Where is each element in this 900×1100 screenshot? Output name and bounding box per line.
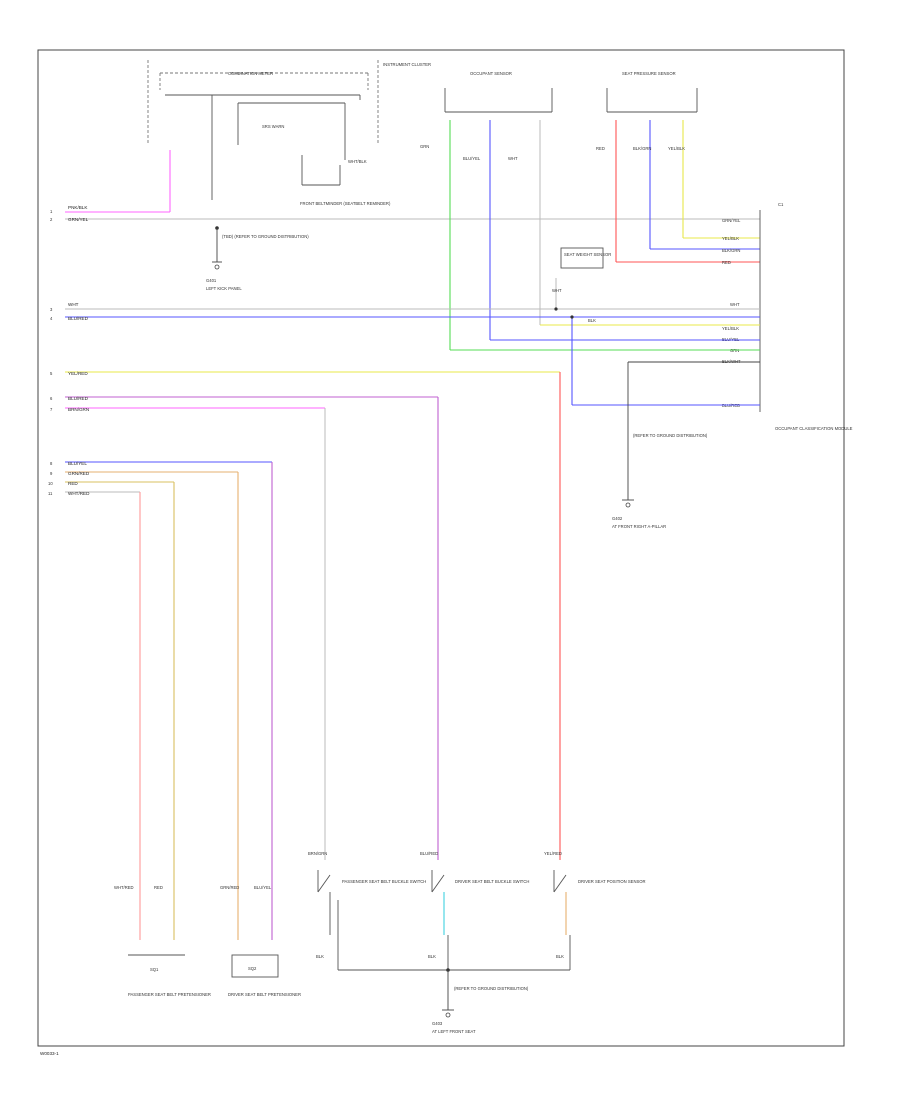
svg-text:3: 3 [50, 307, 53, 312]
wire-blk-wht-right: BLK/WHT [722, 359, 741, 364]
ground-g402-name: G402 [612, 516, 623, 521]
srs-warn-label: SRS WARN [262, 124, 284, 129]
svg-text:C1: C1 [778, 202, 784, 207]
wire-wht-right: WHT [730, 302, 740, 307]
wire-pnk-blk: PNK/BLK [68, 205, 88, 210]
wire-wht-upper: WHT [508, 156, 518, 161]
wire-red-pt: RED [68, 481, 78, 486]
instrument-cluster: COMBINATION METER INSTRUMENT CLUSTER SRS… [147, 60, 431, 212]
wire-grn-red-pt: GRN/RED [68, 471, 90, 476]
wire-red-right: RED [722, 260, 731, 265]
svg-text:6: 6 [50, 396, 53, 401]
svg-text:4: 4 [50, 316, 53, 321]
front-beltminder-label: FRONT BELTMINDER (SEATBELT REMINDER) [300, 201, 391, 206]
svg-text:SQ1: SQ1 [150, 967, 159, 972]
ground-g401-loc: LEFT KICK PANEL [206, 286, 242, 291]
mid-wires: WHT BLU/RED 3 4 WHT BLK [50, 278, 760, 406]
seat-pressure-sensor: SEAT PRESSURE SENSOR RED BLK/GRN YEL/BLK [596, 71, 760, 263]
wire-yel-red-left: YEL/RED [68, 371, 88, 376]
occupant-sensor: OCCUPANT SENSOR GRN BLU/YEL WHT [420, 71, 553, 350]
svg-text:5: 5 [50, 371, 53, 376]
wire-wht-blk-top: WHT/BLK [348, 159, 367, 164]
driver-pretensioner: SQ2 DRIVER SEAT BELT PRETENSIONER GRN/RE… [220, 885, 301, 997]
wire-blu-yel-upper: BLU/YEL [463, 156, 481, 161]
top-left-wires: PNK/BLK GRN/YEL 1 2 [50, 150, 760, 222]
wire-blk-mid: BLK [588, 318, 596, 323]
svg-text:2: 2 [50, 217, 53, 222]
svg-text:1: 1 [50, 209, 53, 214]
wire-grn-upper: GRN [420, 144, 429, 149]
ground-g402-loc: AT FRONT RIGHT A-PILLAR [612, 524, 666, 529]
ground-g402-note: (REFER TO GROUND DISTRIBUTION) [633, 433, 708, 438]
wire-red-pp: RED [154, 885, 163, 890]
ground-g403-loc: AT LEFT FRONT SEAT [432, 1029, 476, 1034]
wire-yel-right: YEL/BLK [722, 236, 739, 241]
instrument-cluster-label: INSTRUMENT CLUSTER [383, 62, 431, 67]
seat-weight-label: SEAT WEIGHT SENSOR [564, 252, 611, 257]
wire-blk-bus-2: BLK [428, 954, 436, 959]
ground-g401-note: (TBD) (REFER TO GROUND DISTRIBUTION) [222, 234, 309, 239]
wire-blk-grn-upper: BLK/GRN [633, 146, 651, 151]
wire-blu-red-left: BLU/RED [68, 316, 89, 321]
wire-wht-mid: WHT [552, 288, 562, 293]
wire-yel-red-dps: YEL/RED [544, 851, 562, 856]
ground-g403-name: G403 [432, 1021, 443, 1026]
wire-brn-grn-pb: BRN/GRN [308, 851, 327, 856]
occupant-sensor-label: OCCUPANT SENSOR [470, 71, 512, 76]
module-label: OCCUPANT CLASSIFICATION MODULE [775, 426, 853, 431]
wire-blu-yel-dp: BLU/YEL [254, 885, 272, 890]
wire-yel-upper: YEL/BLK [668, 146, 685, 151]
svg-text:8: 8 [50, 461, 53, 466]
diagram-frame [37, 49, 845, 1047]
svg-text:9: 9 [50, 471, 53, 476]
wire-wht-red-pp: WHT/RED [114, 885, 134, 890]
passenger-buckle-label: PASSENGER SEAT BELT BUCKLE SWITCH [342, 879, 426, 884]
ground-g403-note: (REFER TO GROUND DISTRIBUTION) [454, 986, 529, 991]
wire-red-upper: RED [596, 146, 605, 151]
seat-weight-sensor: SEAT WEIGHT SENSOR [560, 247, 611, 269]
wire-blu-yel-pt: BLU/YEL [68, 461, 87, 466]
passenger-buckle-switch: PASSENGER SEAT BELT BUCKLE SWITCH BRN/GR… [308, 851, 426, 935]
driver-position-sensor: DRIVER SEAT POSITION SENSOR YEL/RED [544, 851, 646, 935]
driver-pretensioner-label: DRIVER SEAT BELT PRETENSIONER [228, 992, 301, 997]
passenger-pretensioner-label: PASSENGER SEAT BELT PRETENSIONER [128, 992, 211, 997]
wire-blk-bus-1: BLK [316, 954, 324, 959]
instrument-cluster-header: COMBINATION METER [228, 71, 273, 76]
svg-text:10: 10 [48, 481, 53, 486]
passenger-pretensioner: SQ1 PASSENGER SEAT BELT PRETENSIONER WHT… [114, 885, 211, 997]
ground-g401-name: G401 [206, 278, 217, 283]
buckle-feed-wires: YEL/RED 5 BLU/RED 6 BRN/GRN 7 [50, 371, 561, 860]
svg-text:SQ2: SQ2 [248, 966, 257, 971]
wire-yel-blk-right: YEL/BLK [722, 326, 739, 331]
wire-grn-yel-right: GRN/YEL [722, 218, 741, 223]
svg-text:11: 11 [48, 491, 53, 496]
wire-blk-grn-right: BLK/GRN [722, 248, 740, 253]
wire-blk-bus-3: BLK [556, 954, 564, 959]
wire-wht-red-pt: WHT/RED [68, 491, 90, 496]
pretensioner-wires: BLU/YEL GRN/RED RED WHT/RED 8 9 10 11 [48, 461, 273, 940]
svg-text:7: 7 [50, 407, 53, 412]
driver-position-label: DRIVER SEAT POSITION SENSOR [578, 879, 646, 884]
seat-pressure-label: SEAT PRESSURE SENSOR [622, 71, 676, 76]
footer-code: W0033-1 [40, 1051, 59, 1056]
driver-buckle-label: DRIVER SEAT BELT BUCKLE SWITCH [455, 879, 529, 884]
ground-g401: (TBD) (REFER TO GROUND DISTRIBUTION) G40… [206, 226, 309, 291]
ground-g403: (REFER TO GROUND DISTRIBUTION) G403 AT L… [432, 986, 529, 1034]
driver-buckle-switch: DRIVER SEAT BELT BUCKLE SWITCH BLU/RED [420, 851, 529, 935]
wire-grn-yel: GRN/YEL [68, 217, 89, 222]
wire-blu-red-db: BLU/RED [420, 851, 438, 856]
ground-g402: (REFER TO GROUND DISTRIBUTION) G402 AT F… [612, 361, 760, 529]
wire-brn-grn-left: BRN/GRN [68, 407, 89, 412]
wire-wht-left: WHT [68, 302, 79, 307]
wire-blu-red-left-2: BLU/RED [68, 396, 89, 401]
ground-bus: BLK BLK BLK [316, 900, 571, 1018]
wire-grn-red-dp: GRN/RED [220, 885, 239, 890]
